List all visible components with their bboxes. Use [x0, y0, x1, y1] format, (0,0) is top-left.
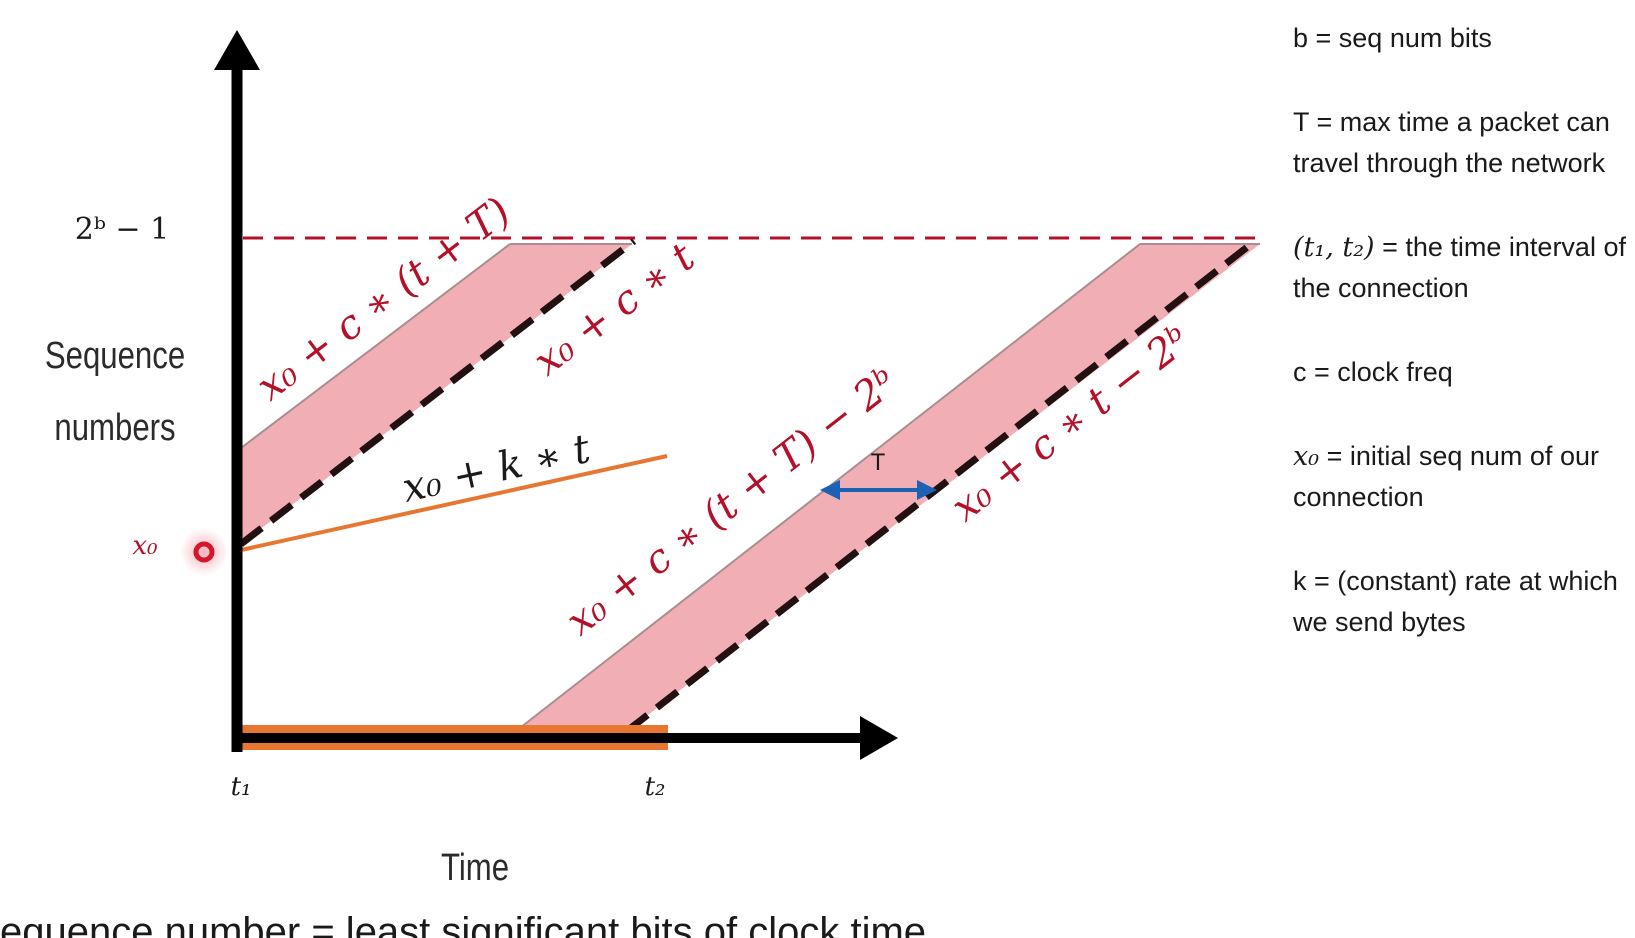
- y-tick-top: 2ᵇ − 1: [75, 212, 169, 247]
- y-axis-label: Sequence numbers: [37, 326, 193, 458]
- legend-x0-text: = initial seq num of our connection: [1293, 441, 1599, 512]
- legend-k-text: k = (constant) rate at which we send byt…: [1293, 566, 1618, 637]
- slide-caption: equence number = least significant bits …: [0, 910, 927, 938]
- legend-b: b = seq num bits: [1293, 18, 1633, 59]
- legend-x0-symbol: x₀: [1293, 441, 1320, 472]
- y-axis-label-line1: Sequence: [44, 335, 186, 377]
- x-tick-t2: t₂: [645, 772, 666, 802]
- band-1-upper-edge: [240, 243, 511, 449]
- gap-arrow-right-head: [917, 480, 937, 500]
- definitions-legend: b = seq num bits T = max time a packet c…: [1293, 18, 1633, 686]
- clock-line-2: [624, 238, 1258, 734]
- forbidden-band-2: [516, 244, 1260, 731]
- clock-line-1: [238, 238, 637, 547]
- y-tick-x0: x₀: [132, 531, 158, 561]
- send-rate-line: [240, 454, 668, 552]
- y-axis-label-line2: numbers: [54, 407, 176, 449]
- x-axis-label: Time: [440, 847, 510, 889]
- x0-marker-glow: [180, 528, 228, 576]
- x-tick-t1: t₁: [231, 772, 252, 802]
- gap-label: T: [870, 451, 885, 476]
- legend-k: k = (constant) rate at which we send byt…: [1293, 561, 1633, 643]
- legend-t1t2: (t₁, t₂) = the time interval of the conn…: [1293, 227, 1633, 309]
- gap-arrow-left-head: [820, 480, 840, 500]
- legend-c: c = clock freq: [1293, 352, 1633, 393]
- legend-b-text: b = seq num bits: [1293, 23, 1492, 53]
- label-send-rate: x₀ + k ∗ t: [398, 426, 595, 512]
- x-axis-arrowhead: [860, 716, 898, 760]
- legend-T-text: T = max time a packet can travel through…: [1293, 107, 1610, 178]
- legend-t1t2-symbol: (t₁, t₂): [1293, 232, 1375, 263]
- legend-t1t2-text: = the time interval of the connection: [1293, 232, 1626, 303]
- legend-T: T = max time a packet can travel through…: [1293, 102, 1633, 184]
- y-axis-arrowhead: [214, 30, 260, 70]
- legend-x0: x₀ = initial seq num of our connection: [1293, 436, 1633, 518]
- x0-marker: [193, 541, 215, 563]
- legend-c-text: c = clock freq: [1293, 357, 1453, 387]
